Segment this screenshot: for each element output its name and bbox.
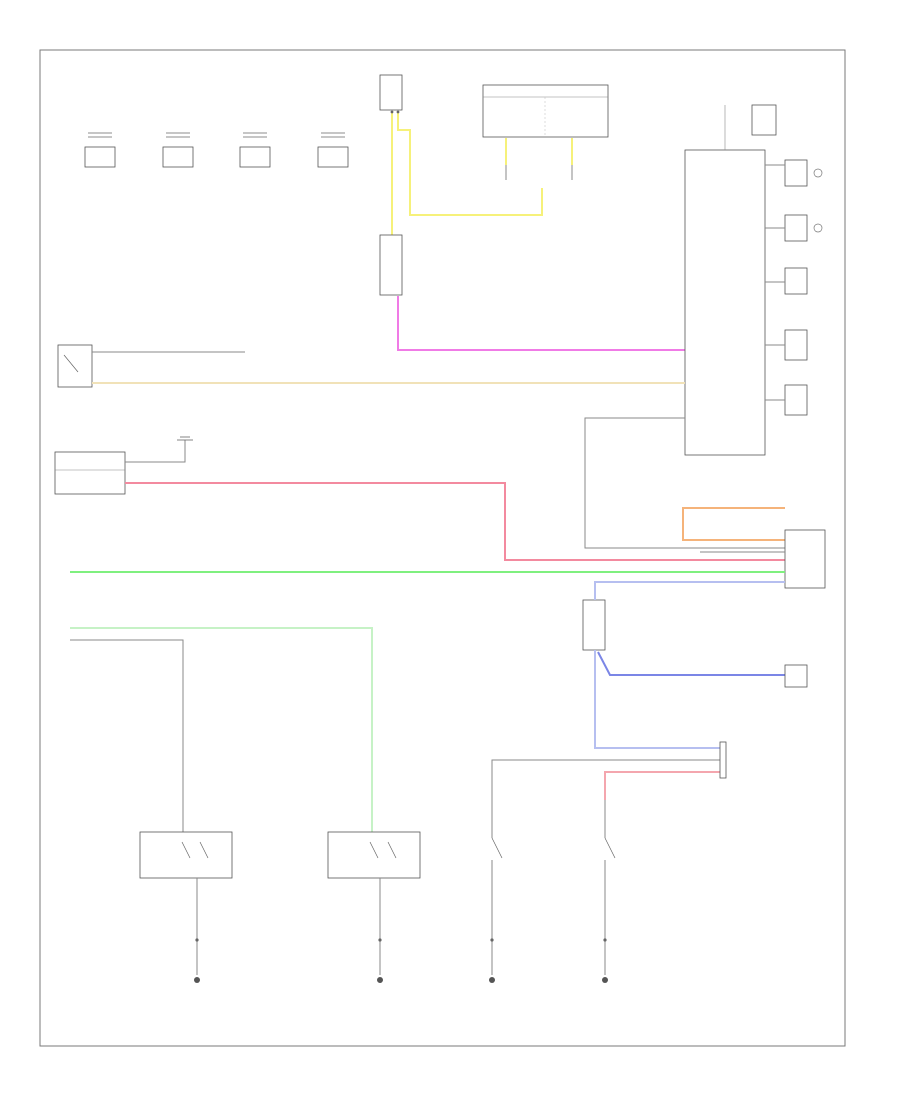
- top-center-module: [482, 84, 609, 138]
- cluster-box: [684, 149, 766, 456]
- door-switch-front-right: [327, 831, 421, 879]
- center-left-module: [379, 234, 403, 296]
- reading-lamp-switch: [57, 344, 93, 388]
- indicator-bulb-3: [784, 267, 808, 295]
- magenta-wire: [397, 296, 685, 351]
- seat-sensor-2: [162, 132, 194, 168]
- right-sensor-connector: [784, 664, 808, 688]
- indicator-bulb-5: [784, 384, 808, 416]
- gray-wire-left-door: [70, 639, 184, 832]
- ground-symbol-left: [177, 436, 193, 441]
- ground-point-4: [602, 977, 608, 983]
- top-center-fuse-block: [379, 74, 403, 111]
- indicator-bulb-4: [784, 329, 808, 361]
- ground-wire-left: [125, 440, 186, 463]
- seat-sensor-group: [84, 132, 349, 168]
- ground-point-3: [489, 977, 495, 983]
- seat-belt-switch-driver: [491, 759, 720, 975]
- ground-points: [194, 977, 608, 983]
- indicator-bulb-2: [784, 214, 823, 242]
- ground-point-1: [194, 977, 200, 983]
- yellow-wire-group: [391, 112, 573, 235]
- right-connector: [784, 529, 826, 589]
- seat-sensor-1: [84, 132, 116, 168]
- door-switch-front-left: [139, 831, 233, 879]
- seat-sensor-4: [317, 132, 349, 168]
- pink-wire: [125, 482, 785, 561]
- left-control-module: [54, 451, 126, 495]
- seat-belt-connector: [719, 741, 727, 779]
- ground-point-2: [377, 977, 383, 983]
- right-cluster: [684, 104, 823, 456]
- orange-wire: [682, 507, 785, 541]
- gray-wire-cluster: [584, 417, 785, 549]
- light-green-wire: [70, 627, 373, 832]
- blue-wire: [597, 651, 785, 676]
- seat-belt-module: [582, 599, 606, 651]
- indicator-bulb-1: [784, 159, 823, 187]
- diagram-frame: [39, 49, 846, 1047]
- seat-sensor-3: [239, 132, 271, 168]
- seat-belt-switch-passenger: [604, 771, 720, 975]
- light-blue-wire: [594, 581, 785, 749]
- cluster-top-connector: [751, 104, 777, 136]
- splice-dots: [195, 110, 607, 942]
